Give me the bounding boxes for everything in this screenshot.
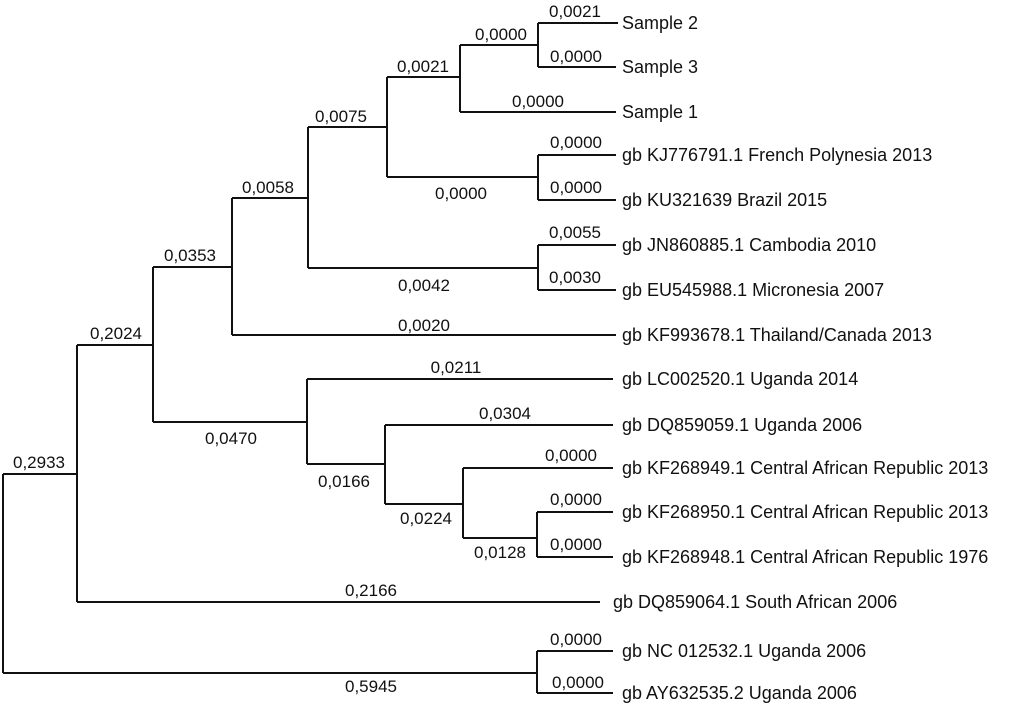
branch-length-label: 0,5945 xyxy=(345,677,397,696)
taxon-label: gb AY632535.2 Uganda 2006 xyxy=(622,683,857,703)
branch-length-labels: 0,0021 0,0000 0,0000 0,0021 0,0000 0,0075 0,00… xyxy=(13,2,604,696)
taxon-label: Sample 2 xyxy=(622,13,698,33)
taxon-label: gb KF268948.1 Central African Republic 1… xyxy=(622,547,988,567)
branch-length-label: 0,0021 xyxy=(549,2,601,21)
taxon-label: gb NC 012532.1 Uganda 2006 xyxy=(622,641,866,661)
branch-length-label: 0,0000 xyxy=(552,673,604,692)
branch-length-label: 0,0075 xyxy=(315,107,367,126)
taxon-label: gb EU545988.1 Micronesia 2007 xyxy=(622,280,884,300)
branch-length-label: 0,0000 xyxy=(545,446,597,465)
branch-length-label: 0,0000 xyxy=(550,630,602,649)
branch-length-label: 0,0000 xyxy=(475,25,527,44)
branch-length-label: 0,2024 xyxy=(90,324,142,343)
branch-length-label: 0,0042 xyxy=(398,276,450,295)
branch-length-label: 0,0166 xyxy=(318,472,370,491)
tree-branches xyxy=(2,22,618,694)
taxon-label: gb KJ776791.1 French Polynesia 2013 xyxy=(622,145,932,165)
branch-length-label: 0,0000 xyxy=(550,490,602,509)
taxon-labels: Sample 2 Sample 3 Sample 1 gb KJ776791.1 Fr… xyxy=(613,13,988,703)
branch-length-label: 0,0000 xyxy=(512,92,564,111)
branch-length-label: 0,0128 xyxy=(474,543,526,562)
branch-length-label: 0,0000 xyxy=(550,535,602,554)
branch-length-label: 0,0353 xyxy=(164,246,216,265)
taxon-label: Sample 1 xyxy=(622,102,698,122)
branch-length-label: 0,0000 xyxy=(550,178,602,197)
branch-length-label: 0,0224 xyxy=(400,509,452,528)
branch-length-label: 0,0304 xyxy=(479,404,531,423)
taxon-label: Sample 3 xyxy=(622,57,698,77)
branch-length-label: 0,0058 xyxy=(242,178,294,197)
branch-length-label: 0,2166 xyxy=(345,581,397,600)
branch-length-label: 0,0470 xyxy=(205,429,257,448)
branch-length-label: 0,0000 xyxy=(550,47,602,66)
taxon-label: gb KF268950.1 Central African Republic 2… xyxy=(622,502,988,522)
taxon-label: gb DQ859059.1 Uganda 2006 xyxy=(622,415,862,435)
taxon-label: gb KU321639 Brazil 2015 xyxy=(622,190,827,210)
branch-length-label: 0,0020 xyxy=(398,316,450,335)
branch-length-label: 0,0021 xyxy=(397,57,449,76)
taxon-label: gb LC002520.1 Uganda 2014 xyxy=(622,369,858,389)
branch-length-label: 0,2933 xyxy=(13,453,65,472)
branch-length-label: 0,0000 xyxy=(550,133,602,152)
taxon-label: gb KF993678.1 Thailand/Canada 2013 xyxy=(622,325,932,345)
taxon-label: gb KF268949.1 Central African Republic 2… xyxy=(622,458,988,478)
branch-length-label: 0,0211 xyxy=(431,358,482,377)
taxon-label: gb JN860885.1 Cambodia 2010 xyxy=(622,235,876,255)
branch-length-label: 0,0055 xyxy=(549,223,601,242)
branch-length-label: 0,0030 xyxy=(549,268,601,287)
taxon-label: gb DQ859064.1 South African 2006 xyxy=(613,592,897,612)
branch-length-label: 0,0000 xyxy=(435,184,487,203)
